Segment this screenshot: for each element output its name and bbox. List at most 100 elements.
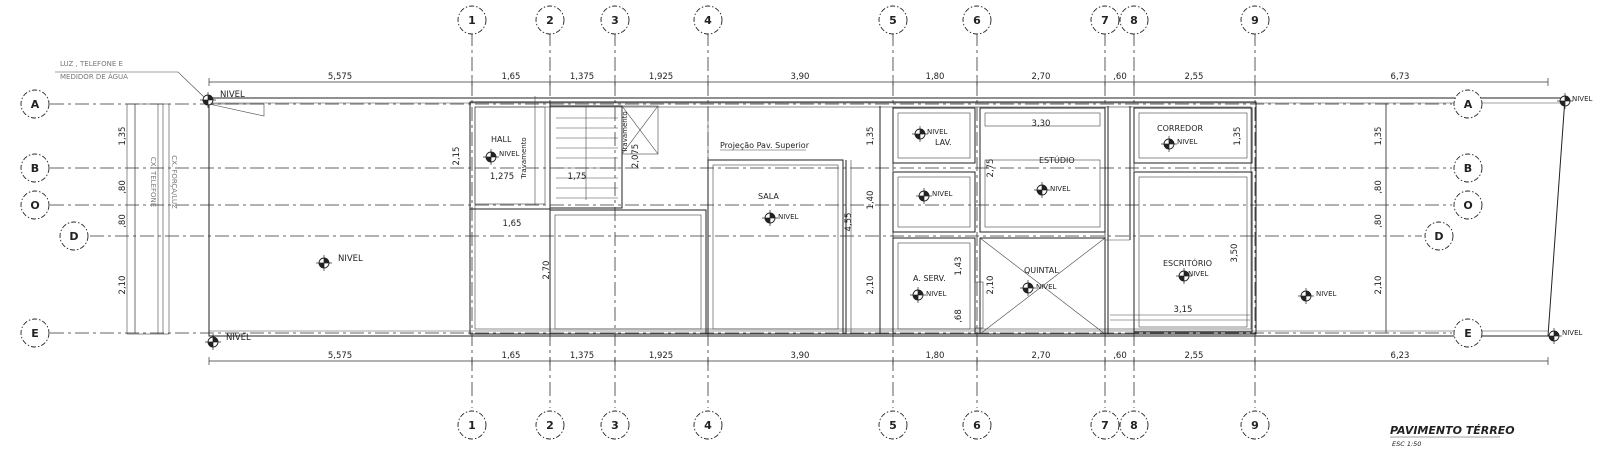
column-bubble-5-top: 5 xyxy=(878,5,908,35)
quintal-x-2 xyxy=(979,237,1106,335)
top-dim-3: 1,375 xyxy=(570,72,594,82)
room-area-servico: A. SERV. xyxy=(913,274,946,283)
title-block: PAVIMENTO TÉRREO ESC 1:50 xyxy=(1390,424,1515,448)
level-label: NIVEL xyxy=(932,190,953,198)
column-bubble-4-bottom: 4 xyxy=(693,410,723,440)
side-label-telefone: CX. TELEFONE xyxy=(149,157,157,207)
svg-text:1: 1 xyxy=(468,419,476,432)
interior-dim-14: 2,10 xyxy=(986,276,996,295)
top-dim-8: ,60 xyxy=(1113,72,1127,82)
level-marker-icon xyxy=(909,286,927,304)
column-bubbles-bottom: 1 2 3 4 5 6 7 8 9 xyxy=(457,410,1270,440)
level-markers xyxy=(199,91,1574,351)
level-label: NIVEL xyxy=(220,90,245,100)
svg-text:9: 9 xyxy=(1251,419,1259,432)
svg-text:E: E xyxy=(1464,327,1472,340)
interior-dim-7: 3,30 xyxy=(1032,119,1051,129)
level-marker-icon xyxy=(1297,287,1315,305)
room-sala: SALA xyxy=(758,192,779,201)
level-marker-icon xyxy=(1033,181,1051,199)
sala-inner xyxy=(712,164,839,330)
svg-text:9: 9 xyxy=(1251,14,1259,27)
top-dim-5: 3,90 xyxy=(791,72,810,82)
level-label: NIVEL xyxy=(226,333,251,343)
interior-dim-2: 1,275 xyxy=(490,172,514,182)
bottom-dim-8: ,60 xyxy=(1113,351,1127,361)
bottom-dim-4: 1,925 xyxy=(649,351,673,361)
column-bubble-8-bottom: 8 xyxy=(1119,410,1149,440)
row-bubble-e-left: E xyxy=(20,318,50,348)
svg-text:8: 8 xyxy=(1130,14,1138,27)
svg-text:E: E xyxy=(31,327,39,340)
interior-dim-6: 2,075 xyxy=(631,144,641,168)
sala-walls xyxy=(707,159,844,335)
level-marker-icon xyxy=(1019,279,1037,297)
svg-text:O: O xyxy=(30,199,39,212)
level-marker-icon xyxy=(915,187,933,205)
level-label: NIVEL xyxy=(1036,283,1057,291)
left-dim-1: 1,35 xyxy=(118,127,128,146)
bottom-dim-9: 2,55 xyxy=(1185,351,1204,361)
top-dim-9: 2,55 xyxy=(1185,72,1204,82)
right-dim-4: 2,10 xyxy=(1374,276,1384,295)
level-label: NIVEL xyxy=(1188,270,1209,278)
level-label: NIVEL xyxy=(1050,185,1071,193)
svg-text:B: B xyxy=(31,162,39,175)
room-labels: HALL SALA LAV. ESTÚDIO CORREDOR A. SERV.… xyxy=(491,124,1212,283)
house-outline xyxy=(469,101,1257,335)
level-marker-icon xyxy=(482,148,500,166)
bottom-dimensions: 5,575 1,65 1,375 1,925 3,90 1,80 2,70 ,6… xyxy=(328,351,1410,361)
column-bubbles-top: 1 2 3 4 5 6 7 8 9 xyxy=(457,5,1270,35)
svg-text:4: 4 xyxy=(704,14,712,27)
svg-text:1: 1 xyxy=(468,14,476,27)
note-leader xyxy=(55,71,206,99)
level-labels: NIVEL NIVEL NIVEL NIVEL NIVEL NIVEL NIVE… xyxy=(220,90,1593,343)
column-bubble-2-bottom: 2 xyxy=(535,410,565,440)
row-bubble-d-left: D xyxy=(59,221,89,251)
interior-dim-16: 3,50 xyxy=(1230,244,1240,263)
grid-lines xyxy=(50,32,1452,408)
interior-dim-3: 1,75 xyxy=(568,172,587,182)
interior-dim-9: 1,35 xyxy=(866,127,876,146)
room-corredor: CORREDOR xyxy=(1157,124,1204,133)
left-vertical-dimensions: 1,35 ,80 ,80 2,10 xyxy=(118,127,128,295)
top-dimensions: 5,575 1,65 1,375 1,925 3,90 1,80 2,70 ,6… xyxy=(328,72,1410,82)
svg-text:7: 7 xyxy=(1101,14,1109,27)
svg-text:D: D xyxy=(69,230,78,243)
house-outline-inner xyxy=(474,106,1252,330)
row-bubble-e-right: E xyxy=(1453,318,1483,348)
column-bubble-9-bottom: 9 xyxy=(1240,410,1270,440)
column-bubble-5-bottom: 5 xyxy=(878,410,908,440)
column-bubble-7-bottom: 7 xyxy=(1090,410,1120,440)
interior-dim-11: 4,55 xyxy=(844,213,854,232)
room-hall: HALL xyxy=(491,135,512,144)
svg-text:6: 6 xyxy=(973,419,981,432)
interior-dimensions: 2,15 1,275 1,75 1,65 2,70 2,075 3,30 2,7… xyxy=(452,119,1243,323)
left-dim-4: 2,10 xyxy=(118,276,128,295)
bottom-dim-5: 3,90 xyxy=(791,351,810,361)
staircase xyxy=(534,96,659,209)
interior-dim-10: 1,40 xyxy=(866,191,876,210)
level-marker-icon xyxy=(1160,135,1178,153)
row-bubble-b-right: B xyxy=(1453,153,1483,183)
level-label: NIVEL xyxy=(1177,138,1198,146)
interior-dim-4: 1,65 xyxy=(503,219,522,229)
svg-text:3: 3 xyxy=(611,419,619,432)
top-dim-2: 1,65 xyxy=(502,72,521,82)
svg-text:3: 3 xyxy=(611,14,619,27)
lav-walls xyxy=(892,107,976,164)
interior-dim-8: 2,75 xyxy=(986,159,996,178)
column-bubble-7-top: 7 xyxy=(1090,5,1120,35)
hall-inner xyxy=(474,106,546,205)
level-label: NIVEL xyxy=(926,290,947,298)
interior-dim-12: 2,10 xyxy=(866,276,876,295)
right-dim-1: 1,35 xyxy=(1374,127,1384,146)
column-bubble-4-top: 4 xyxy=(693,5,723,35)
column-bubble-1-bottom: 1 xyxy=(457,410,487,440)
row-bubble-o-left: O xyxy=(20,190,50,220)
column-bubble-8-top: 8 xyxy=(1119,5,1149,35)
svg-text:O: O xyxy=(1463,199,1472,212)
row-bubble-o-right: O xyxy=(1453,190,1483,220)
bottom-dim-6: 1,80 xyxy=(926,351,945,361)
